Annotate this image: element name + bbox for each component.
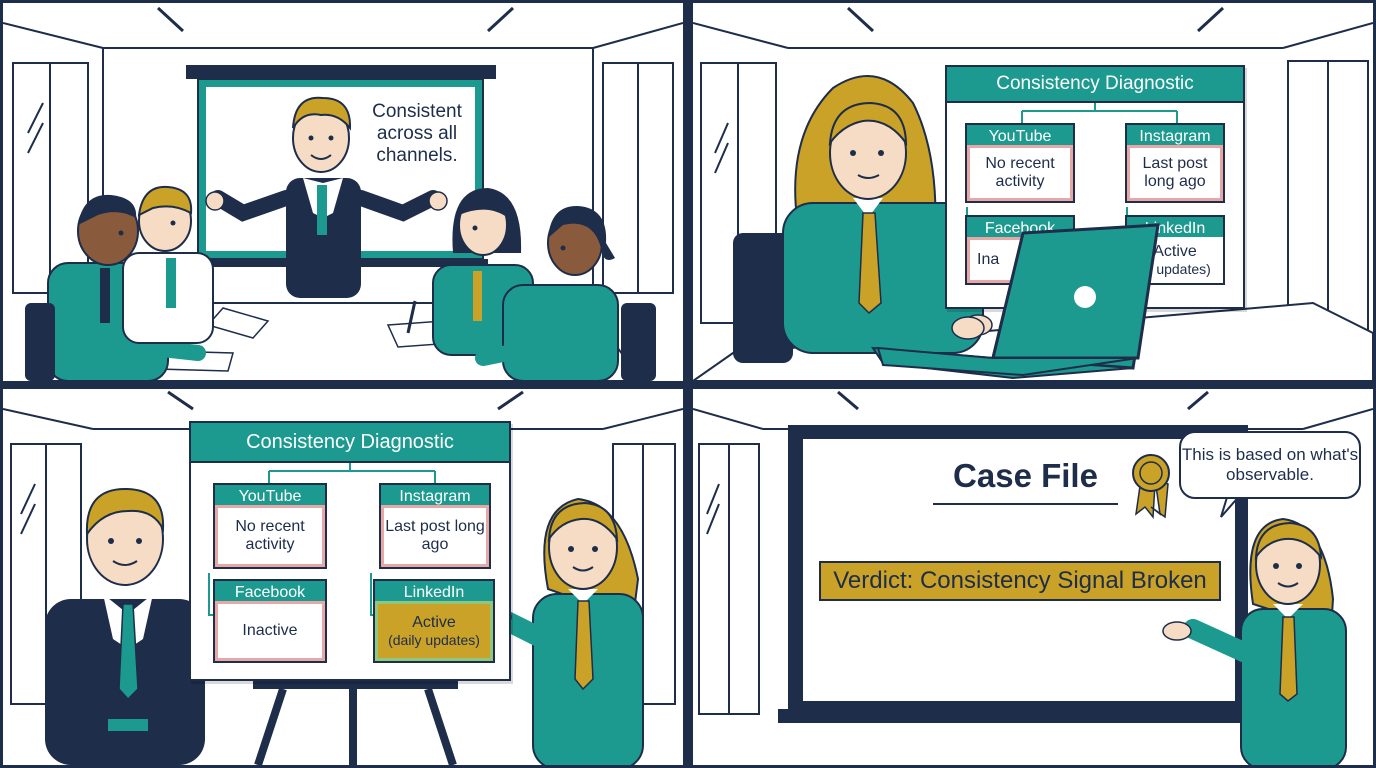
card-status: No recent activity xyxy=(213,505,327,569)
card-label: LinkedIn xyxy=(1125,215,1225,239)
diagnostic-card-instagram: Instagram Last post long ago xyxy=(1125,123,1225,203)
diagnostic-card-facebook: Facebook Ina xyxy=(965,215,1075,285)
card-label: Instagram xyxy=(379,483,491,507)
card-label: Instagram xyxy=(1125,123,1225,147)
card-status: No recent activity xyxy=(965,145,1075,203)
speech-bubble: This is based on what's observable. xyxy=(1179,431,1361,499)
verdict-banner: Verdict: Consistency Signal Broken xyxy=(819,561,1221,601)
card-label: YouTube xyxy=(965,123,1075,147)
card-detail: (daily updates) xyxy=(388,632,480,649)
diagnostic-card-facebook: Facebook Inactive xyxy=(213,579,327,663)
card-status-box: Active (daily updates) xyxy=(373,601,495,663)
diagnostic-card-linkedin: LinkedIn Active ily updates) xyxy=(1125,215,1225,285)
card-status: Active xyxy=(1153,242,1197,260)
card-status: Ina xyxy=(965,237,1075,285)
diagnostic-title: Consistency Diagnostic xyxy=(191,423,509,463)
card-status: Last post long ago xyxy=(1125,145,1225,203)
diagnostic-card-youtube: YouTube No recent activity xyxy=(213,483,327,569)
screen-text: Consistent across all channels. xyxy=(372,101,462,166)
card-label: Facebook xyxy=(213,579,327,603)
meeting-room-scene xyxy=(3,6,683,381)
case-file-title: Case File xyxy=(953,457,1098,494)
diagnostic-board: Consistency Diagnostic YouTube No recent… xyxy=(945,65,1245,309)
panel-laptop: Consistency Diagnostic YouTube No recent… xyxy=(690,0,1376,384)
card-label: LinkedIn xyxy=(373,579,495,603)
card-label: YouTube xyxy=(213,483,327,507)
card-status-box: Active ily updates) xyxy=(1125,237,1225,285)
card-label: Facebook xyxy=(965,215,1075,239)
card-status: Last post long ago xyxy=(379,505,491,569)
card-status: Active xyxy=(412,613,456,631)
diagnostic-card-youtube: YouTube No recent activity xyxy=(965,123,1075,203)
diagnostic-card-instagram: Instagram Last post long ago xyxy=(379,483,491,569)
panel-presentation: Consistency Diagnostic YouTube No recent… xyxy=(0,386,686,768)
card-detail: ily updates) xyxy=(1139,261,1211,278)
diagnostic-title: Consistency Diagnostic xyxy=(947,67,1243,103)
panel-case-file: Case File Verdict: Consistency Signal Br… xyxy=(690,386,1376,768)
diagnostic-board: Consistency Diagnostic YouTube No recent… xyxy=(189,421,511,681)
diagnostic-card-linkedin: LinkedIn Active (daily updates) xyxy=(373,579,495,663)
card-status: Inactive xyxy=(213,601,327,663)
panel-meeting: Consistent across all channels. xyxy=(0,0,686,384)
